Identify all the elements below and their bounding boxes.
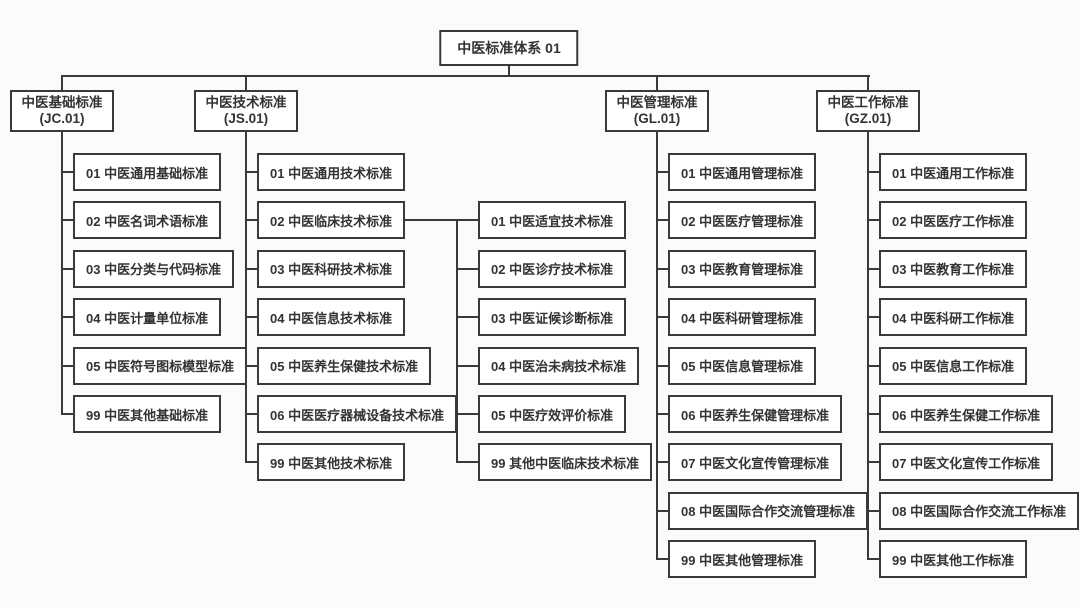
tree-node: 05 中医信息管理标准 <box>668 346 817 385</box>
branch-code: (GZ.01) <box>844 111 892 126</box>
connector-line <box>456 267 478 270</box>
connector-line <box>245 461 257 464</box>
connector-line <box>656 461 668 464</box>
tree-node: 01 中医通用工作标准 <box>879 153 1028 191</box>
connector-line <box>61 413 73 415</box>
connector-line <box>867 413 879 415</box>
branch-title: 中医基础标准 <box>21 95 103 110</box>
tree-node: 99 中医其他技术标准 <box>257 443 406 482</box>
tree-node: 01 中医通用管理标准 <box>668 153 817 191</box>
connector-line <box>456 219 478 222</box>
tree-node: 04 中医信息技术标准 <box>257 298 406 337</box>
tree-subnode: 99 其他中医临床技术标准 <box>478 443 653 482</box>
tree-node: 06 中医养生保健工作标准 <box>879 395 1054 433</box>
tree-node: 08 中医国际合作交流工作标准 <box>879 491 1080 530</box>
tree-subnode: 04 中医治未病技术标准 <box>478 346 640 385</box>
connector-line <box>245 171 257 173</box>
tree-node: 05 中医符号图标模型标准 <box>73 346 248 385</box>
connector-line <box>245 219 257 222</box>
tree-node: 03 中医分类与代码标准 <box>73 249 235 288</box>
connector-line <box>656 267 668 270</box>
connector-line <box>61 267 73 270</box>
branch-title: 中医工作标准 <box>827 95 909 110</box>
connector-line <box>656 171 668 173</box>
connector-line <box>656 509 668 512</box>
connector-line <box>245 316 257 319</box>
branch-title: 中医管理标准 <box>616 95 698 110</box>
tree-node: 02 中医医疗工作标准 <box>879 201 1028 240</box>
tree-node: 06 中医医疗器械设备技术标准 <box>257 395 458 433</box>
connector-line <box>62 75 870 77</box>
tree-node: 05 中医养生保健技术标准 <box>257 346 432 385</box>
connector-line <box>456 316 478 319</box>
connector-line <box>61 131 63 415</box>
tree-node: 99 中医其他工作标准 <box>879 540 1028 579</box>
tree-node: 02 中医名词术语标准 <box>73 201 222 240</box>
tree-subnode: 03 中医证候诊断标准 <box>478 298 627 337</box>
tree-node: 03 中医科研技术标准 <box>257 249 406 288</box>
connector-line <box>867 558 879 561</box>
tree-subnode: 01 中医适宜技术标准 <box>478 201 627 240</box>
branch-code: (GL.01) <box>633 111 681 126</box>
tree-node: 07 中医文化宣传管理标准 <box>668 443 843 482</box>
connector-line <box>61 316 73 319</box>
tree-node: 99 中医其他基础标准 <box>73 395 222 433</box>
tree-node: 07 中医文化宣传工作标准 <box>879 443 1054 482</box>
tree-node: 01 中医通用基础标准 <box>73 153 222 191</box>
connector-line <box>867 131 869 561</box>
connector-line <box>245 75 247 90</box>
connector-line <box>456 364 478 367</box>
tree-subnode: 02 中医诊疗技术标准 <box>478 249 627 288</box>
tree-node: 04 中医科研工作标准 <box>879 298 1028 337</box>
tree-subnode: 05 中医疗效评价标准 <box>478 395 627 433</box>
connector-line <box>867 267 879 270</box>
connector-line <box>867 75 869 90</box>
tree-node: 05 中医信息工作标准 <box>879 346 1028 385</box>
connector-line <box>405 219 457 222</box>
tree-node: 99 中医其他管理标准 <box>668 540 817 579</box>
connector-line <box>245 267 257 270</box>
connector-line <box>656 219 668 222</box>
connector-line <box>656 131 658 561</box>
connector-line <box>656 413 668 415</box>
connector-line <box>456 219 458 464</box>
connector-line <box>867 171 879 173</box>
connector-line <box>656 558 668 561</box>
connector-line <box>508 66 510 75</box>
connector-line <box>867 364 879 367</box>
connector-line <box>656 364 668 367</box>
connector-line <box>656 75 658 90</box>
tree-node: 06 中医养生保健管理标准 <box>668 395 843 433</box>
tree-node: 02 中医临床技术标准 <box>257 201 406 240</box>
tree-node: 02 中医医疗管理标准 <box>668 201 817 240</box>
connector-line <box>245 131 247 464</box>
connector-line <box>867 461 879 464</box>
branch-header: 中医基础标准(JC.01) <box>10 90 114 132</box>
connector-line <box>867 509 879 512</box>
branch-header: 中医管理标准(GL.01) <box>605 90 709 132</box>
connector-line <box>245 413 257 415</box>
branch-header: 中医技术标准(JS.01) <box>194 90 298 132</box>
branch-header: 中医工作标准(GZ.01) <box>816 90 920 132</box>
connector-line <box>656 316 668 319</box>
branch-code: (JS.01) <box>223 111 269 126</box>
tree-node: 04 中医科研管理标准 <box>668 298 817 337</box>
connector-line <box>61 75 63 90</box>
connector-line <box>61 171 73 173</box>
connector-line <box>456 413 478 415</box>
connector-line <box>867 219 879 222</box>
tree-node: 01 中医通用技术标准 <box>257 153 406 191</box>
connector-line <box>61 364 73 367</box>
connector-line <box>867 316 879 319</box>
tree-node: 08 中医国际合作交流管理标准 <box>668 491 869 530</box>
branch-title: 中医技术标准 <box>205 95 287 110</box>
tree-node: 03 中医教育管理标准 <box>668 249 817 288</box>
root-node: 中医标准体系 01 <box>439 30 579 66</box>
connector-line <box>456 461 478 464</box>
tree-node: 04 中医计量单位标准 <box>73 298 222 337</box>
branch-code: (JC.01) <box>39 111 85 126</box>
connector-line <box>245 364 257 367</box>
tree-node: 03 中医教育工作标准 <box>879 249 1028 288</box>
connector-line <box>61 219 73 222</box>
